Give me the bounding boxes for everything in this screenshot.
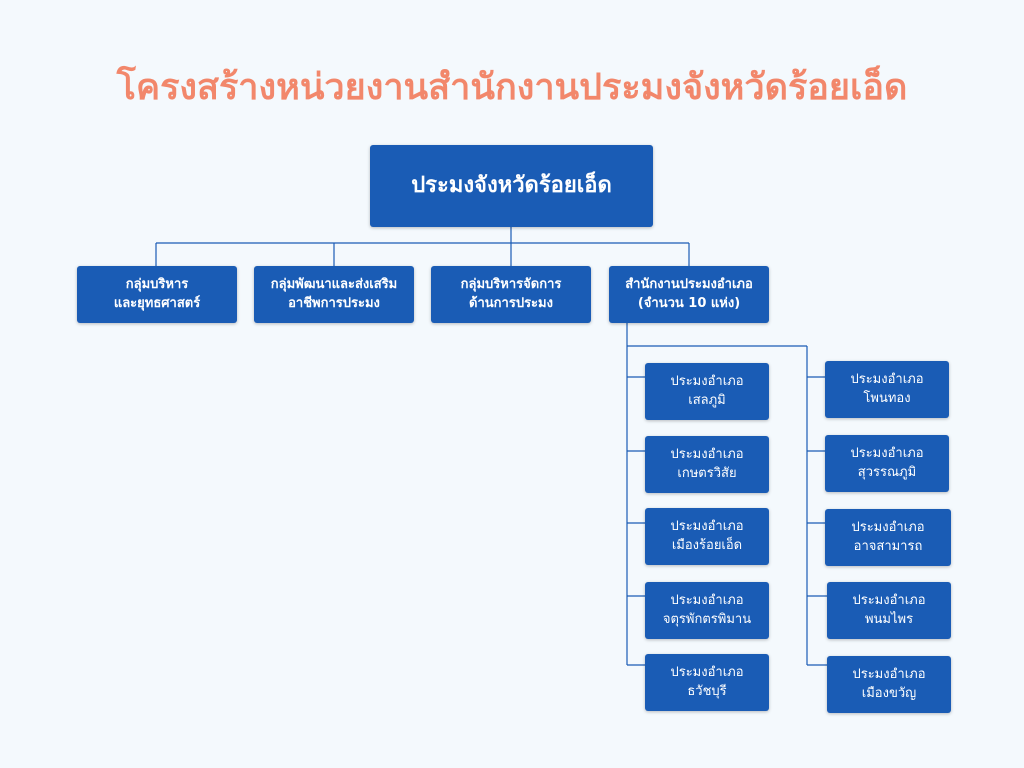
district-box: ประมงอำเภอ เมืองขวัญ	[827, 656, 951, 713]
district-label-line2: โพนทอง	[863, 390, 911, 406]
district-box: ประมงอำเภอ เมืองร้อยเอ็ด	[645, 508, 769, 565]
district-box: ประมงอำเภอ เกษตรวิสัย	[645, 436, 769, 493]
group-label-line2: ด้านการประมง	[469, 295, 553, 311]
group-label-line1: สำนักงานประมงอำเภอ	[625, 276, 753, 292]
district-label-line1: ประมงอำเภอ	[850, 371, 924, 387]
group-label-line1: กลุ่มพัฒนาและส่งเสริม	[270, 276, 398, 292]
group-label-line2: อาชีพการประมง	[288, 295, 380, 311]
district-box: ประมงอำเภอ จตุรพักตรพิมาน	[645, 582, 769, 639]
district-label-line2: จตุรพักตรพิมาน	[662, 611, 752, 627]
district-label-line1: ประมงอำเภอ	[852, 666, 926, 682]
root-label: ประมงจังหวัดร้อยเอ็ด	[411, 173, 612, 199]
district-label-line2: เสลภูมิ	[688, 392, 726, 408]
district-box: ประมงอำเภอ สุวรรณภูมิ	[825, 435, 949, 492]
district-label-line1: ประมงอำเภอ	[670, 446, 744, 462]
district-box: ประมงอำเภอ อาจสามารถ	[825, 509, 951, 566]
group-box-development-promotion: กลุ่มพัฒนาและส่งเสริม อาชีพการประมง	[254, 266, 414, 323]
district-label-line1: ประมงอำเภอ	[850, 445, 924, 461]
district-box: ประมงอำเภอ โพนทอง	[825, 361, 949, 418]
district-label-line2: เมืองขวัญ	[861, 685, 917, 701]
district-label-line1: ประมงอำเภอ	[670, 664, 744, 680]
group-box-fisheries-management: กลุ่มบริหารจัดการ ด้านการประมง	[431, 266, 591, 323]
group-label-line1: กลุ่มบริหารจัดการ	[460, 276, 562, 292]
district-label-line2: สุวรรณภูมิ	[857, 464, 917, 480]
page-title: โครงสร้างหน่วยงานสำนักงานประมงจังหวัดร้อ…	[116, 67, 908, 108]
group-label-line2: และยุทธศาสตร์	[113, 295, 201, 311]
district-label-line2: พนมไพร	[864, 611, 914, 627]
district-label-line1: ประมงอำเภอ	[670, 373, 744, 389]
district-box: ประมงอำเภอ ธวัชบุรี	[645, 654, 769, 711]
district-box: ประมงอำเภอ เสลภูมิ	[645, 363, 769, 420]
district-label-line2: อาจสามารถ	[853, 538, 923, 554]
district-label-line1: ประมงอำเภอ	[851, 519, 925, 535]
group-label-line2: (จำนวน 10 แห่ง)	[637, 295, 741, 311]
district-label-line2: เกษตรวิสัย	[677, 465, 737, 481]
group-box-admin-strategy: กลุ่มบริหาร และยุทธศาสตร์	[77, 266, 237, 323]
district-label-line1: ประมงอำเภอ	[852, 592, 926, 608]
district-label-line1: ประมงอำเภอ	[670, 518, 744, 534]
district-label-line1: ประมงอำเภอ	[670, 592, 744, 608]
group-label-line1: กลุ่มบริหาร	[125, 276, 189, 292]
root-box: ประมงจังหวัดร้อยเอ็ด	[370, 145, 653, 227]
group-box-district-offices: สำนักงานประมงอำเภอ (จำนวน 10 แห่ง)	[609, 266, 769, 323]
district-label-line2: ธวัชบุรี	[687, 683, 727, 699]
district-label-line2: เมืองร้อยเอ็ด	[671, 537, 743, 553]
district-box: ประมงอำเภอ พนมไพร	[827, 582, 951, 639]
